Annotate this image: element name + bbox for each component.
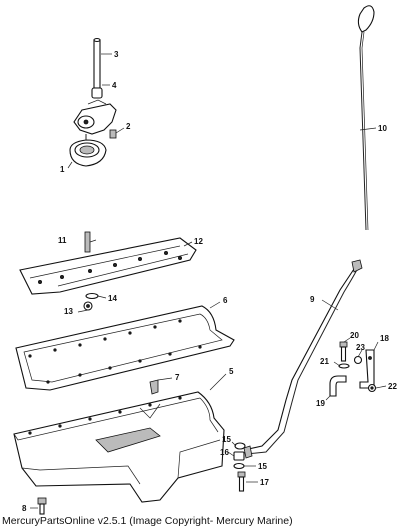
callout-23: 23: [356, 343, 365, 352]
baffle-stud: [84, 231, 91, 253]
callout-14: 14: [108, 294, 117, 303]
pan-flange-holes: [28, 396, 182, 435]
callout-18: 18: [380, 334, 389, 343]
baffle-holes: [38, 250, 182, 284]
leader-lines: [30, 53, 387, 509]
copyright-footer: MercuryPartsOnline v2.5.1 (Image Copyrig…: [2, 515, 293, 527]
callout-8: 8: [22, 504, 27, 513]
tube-bracket-hardware: [329, 341, 377, 397]
callout-9: 9: [310, 295, 315, 304]
callout-4: 4: [112, 81, 117, 90]
baffle-washer: [85, 292, 99, 300]
callout-13: 13: [64, 307, 73, 316]
tube-clip: [329, 375, 347, 397]
callout-2: 2: [126, 122, 131, 131]
callout-17: 17: [260, 478, 269, 487]
callout-7: 7: [175, 373, 180, 382]
dipstick-handle: [357, 5, 375, 33]
callout-15a: 15: [222, 435, 231, 444]
oil-pan-baffle: [19, 231, 197, 311]
callout-5: 5: [229, 367, 234, 376]
shaft-collar: [91, 87, 103, 99]
callout-22: 22: [388, 382, 397, 391]
callout-6: 6: [223, 296, 228, 305]
baffle-plate: [19, 237, 197, 295]
callout-15b: 15: [258, 462, 267, 471]
callout-16: 16: [220, 448, 229, 457]
oil-pump-assembly: [69, 37, 117, 167]
connector-fittings: [233, 442, 246, 492]
dipstick-assembly: [243, 5, 375, 459]
dipstick-blade: [359, 31, 367, 231]
callout-11: 11: [58, 236, 67, 245]
callout-19: 19: [316, 399, 325, 408]
callout-3: 3: [114, 50, 119, 59]
gasket-holes: [28, 319, 202, 384]
callout-10: 10: [378, 124, 387, 133]
callout-1: 1: [60, 165, 65, 174]
oil-pan: [13, 379, 225, 503]
pump-drive-shaft: [93, 39, 101, 89]
pan-bolt: [37, 497, 47, 515]
dipstick-tube: [243, 265, 357, 451]
tube-bracket: [359, 349, 375, 389]
callout-12: 12: [194, 237, 203, 246]
callout-21: 21: [320, 357, 329, 366]
callout-20: 20: [350, 331, 359, 340]
oil-pan-gasket: [15, 305, 235, 391]
callout-numbers: 1 2 3 4 5 6 7 8 9 10 11 12 13 14 15 15 1…: [22, 50, 397, 513]
drain-plug: [149, 379, 159, 395]
